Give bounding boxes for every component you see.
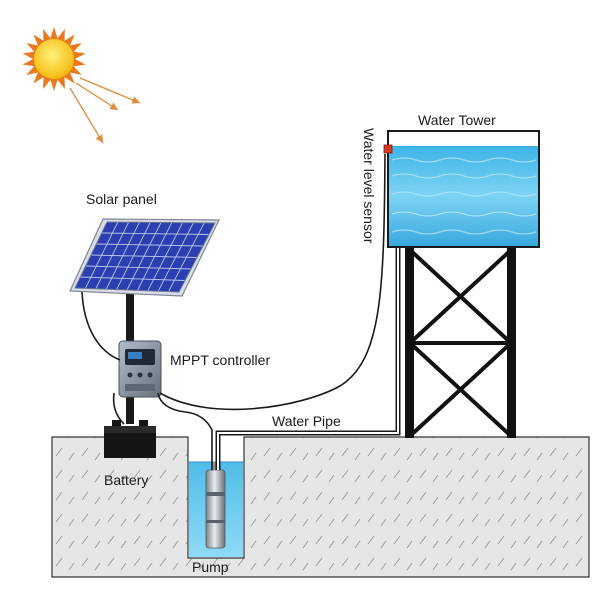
submersible-pump-icon — [205, 462, 226, 549]
panel-cell-line — [96, 243, 204, 247]
panel-cell-line — [85, 265, 192, 270]
panel-cell-line — [80, 276, 186, 281]
wiring — [81, 153, 386, 470]
controller-box-icon — [118, 340, 162, 398]
sun-icon — [22, 27, 86, 91]
battery-icon — [104, 420, 156, 458]
pump-label: Pump — [192, 559, 229, 575]
solar-panel-label: Solar panel — [86, 191, 157, 207]
ground — [51, 436, 590, 578]
water-pipe-label: Water Pipe — [272, 413, 341, 429]
panel-cell-line — [101, 232, 210, 235]
water-tower-label: Water Tower — [418, 112, 496, 128]
solar-panel-icon — [69, 218, 220, 297]
battery-label: Battery — [104, 472, 149, 488]
sunlight-arrows — [69, 77, 141, 144]
panel-cell-line — [90, 254, 198, 258]
water-level-sensor-label: Water level sensor — [361, 128, 377, 244]
water-tank — [387, 130, 540, 248]
level-sensor-icon — [383, 144, 393, 154]
tower-frame — [405, 247, 516, 438]
mppt-controller-label: MPPT controller — [170, 352, 271, 368]
